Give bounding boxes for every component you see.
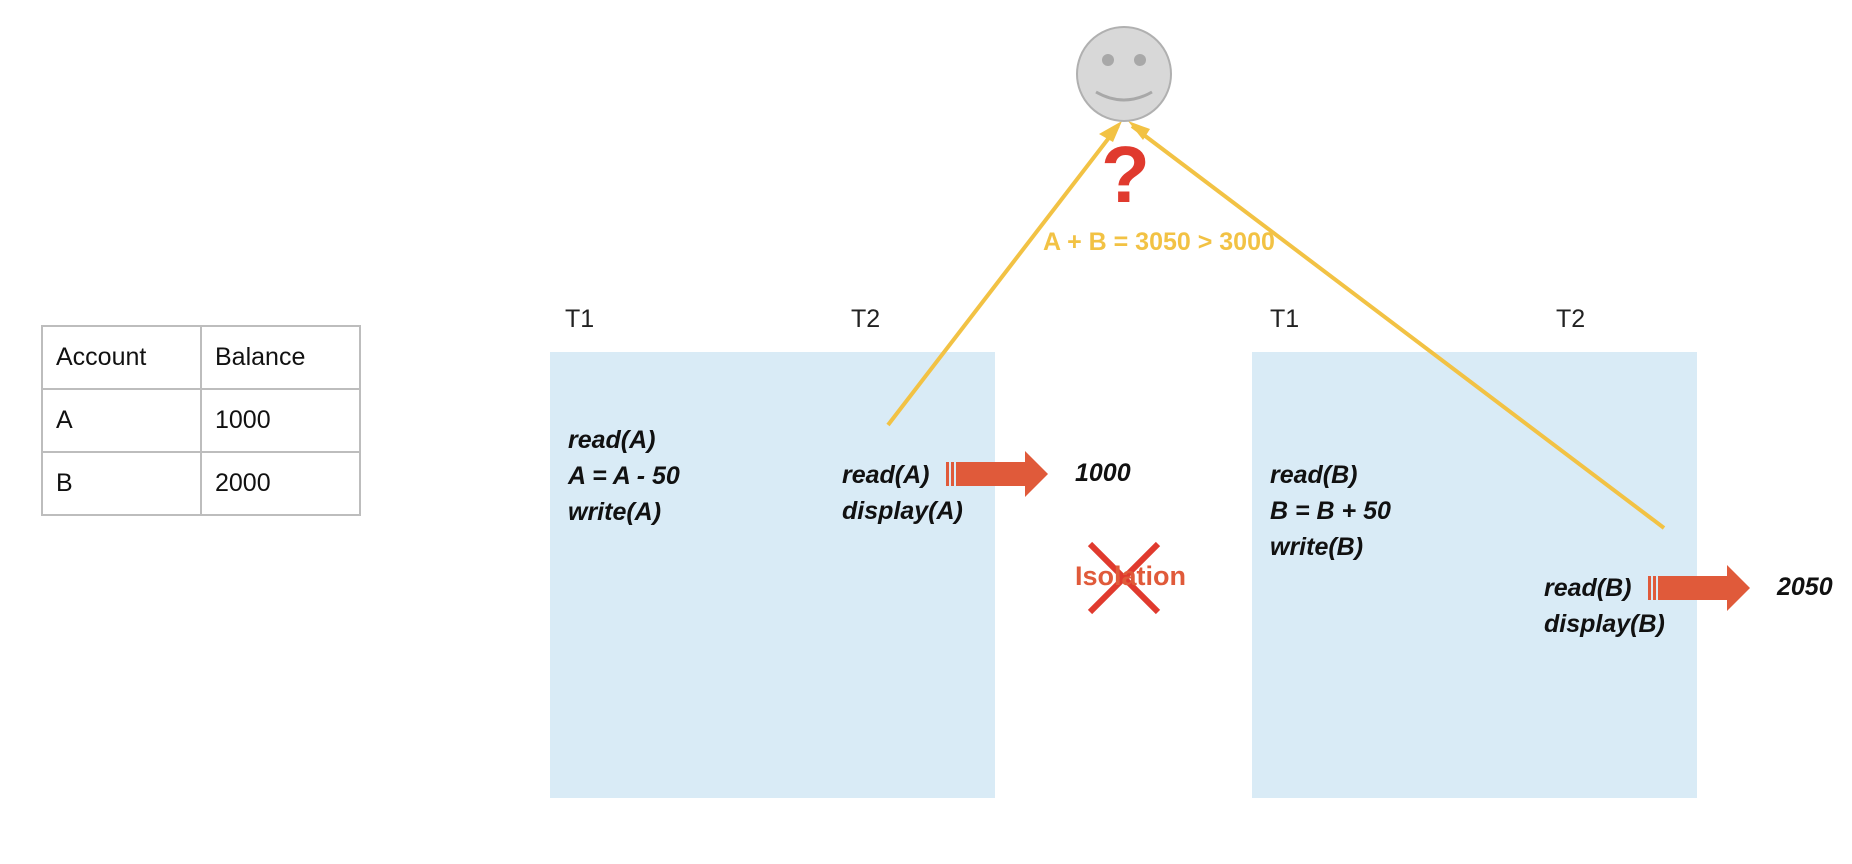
code-line: read(B) [1270,461,1358,489]
table-cell: 2000 [200,451,361,516]
right-output-value: 2050 [1777,573,1833,601]
left-t1-header: T1 [565,305,595,333]
left-t1-code: read(A) A = A - 50 write(A) [568,422,680,530]
table-header-cell: Balance [200,325,361,390]
code-line: read(B) [1544,574,1632,602]
table-cell: B [41,451,202,516]
code-line: read(A) [568,426,656,454]
account-table: Account Balance A 1000 B 2000 [41,325,361,516]
cross-icon [1087,541,1161,615]
sum-annotation: A + B = 3050 > 3000 [1043,228,1275,256]
left-schedule-panel [550,352,995,798]
table-header-cell: Account [41,325,202,390]
code-line: display(A) [842,497,963,525]
code-line: write(B) [1270,533,1364,561]
left-output-value: 1000 [1075,459,1131,487]
right-output-arrow-icon [1648,565,1750,611]
code-line: read(A) [842,461,930,489]
right-t2-code: read(B) display(B) [1544,570,1665,642]
table-cell: 1000 [200,388,361,453]
left-output-arrow-icon [946,451,1048,497]
right-line-arrowhead [1128,121,1150,140]
right-t1-code: read(B) B = B + 50 write(B) [1270,457,1391,565]
right-t2-header: T2 [1556,305,1586,333]
left-line-arrowhead [1099,121,1122,142]
table-header-row: Account Balance [41,325,361,390]
right-schedule-panel [1252,352,1697,798]
left-t2-code: read(A) display(A) [842,457,963,529]
isolation-label: Isolation [1075,561,1187,591]
table-cell: A [41,388,202,453]
code-line: B = B + 50 [1270,497,1391,525]
code-line: display(B) [1544,610,1665,638]
table-row: A 1000 [41,388,361,453]
left-t2-header: T2 [851,305,881,333]
question-mark: ? [1101,130,1150,219]
left-observation-line [886,124,1120,427]
user-face-icon [1076,26,1172,122]
table-row: B 2000 [41,451,361,516]
right-t1-header: T1 [1270,305,1300,333]
right-observation-line [1130,124,1666,530]
code-line: A = A - 50 [568,462,680,490]
code-line: write(A) [568,498,662,526]
